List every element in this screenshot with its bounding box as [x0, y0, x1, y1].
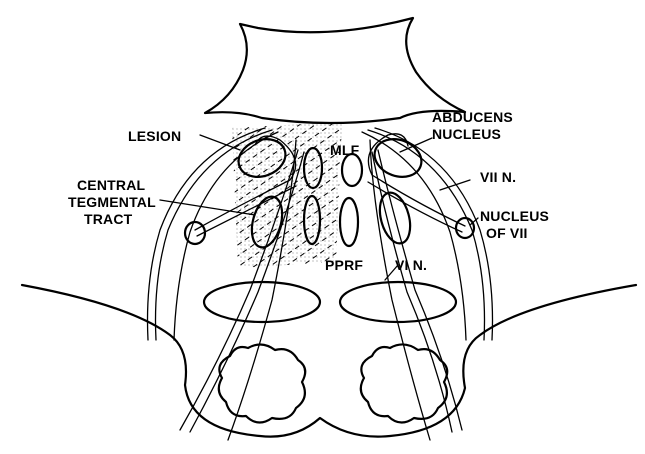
label-vii-n: VII N.	[480, 169, 516, 185]
label-pprf: PPRF	[325, 257, 363, 273]
right-mlf	[342, 154, 362, 186]
left-pontine-nucleus	[219, 344, 305, 422]
label-central-2: TEGMENTAL	[68, 194, 156, 210]
label-lesion: LESION	[128, 128, 181, 144]
right-medial-lemniscus	[340, 282, 456, 322]
brainstem-outline	[22, 285, 636, 437]
label-nucleus-vii-2: OF VII	[486, 225, 528, 241]
label-abducens-1: ABDUCENS	[432, 109, 513, 125]
label-central-1: CENTRAL	[77, 177, 146, 193]
label-abducens-2: NUCLEUS	[432, 126, 501, 142]
right-pontine-nucleus	[361, 344, 447, 422]
label-central-3: TRACT	[84, 211, 133, 227]
fourth-ventricle-outline	[205, 18, 465, 123]
right-pprf	[340, 198, 358, 246]
label-nucleus-vii-1: NUCLEUS	[480, 208, 549, 224]
label-vi-n: VI N.	[395, 257, 427, 273]
left-medial-lemniscus	[204, 282, 320, 322]
label-mlf: MLF	[330, 142, 360, 158]
